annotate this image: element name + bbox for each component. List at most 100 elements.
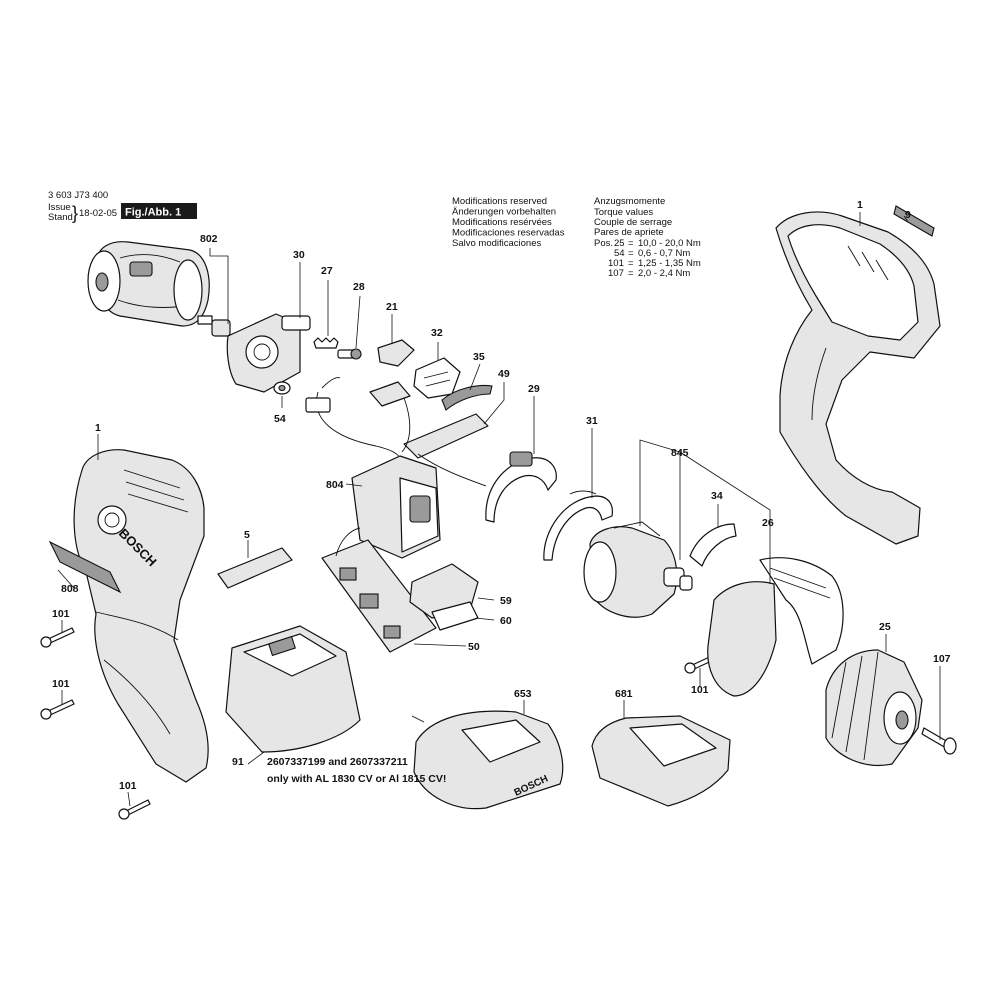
part-label: 34 bbox=[711, 490, 723, 502]
torque-table: Anzugsmomente Torque values Couple de se… bbox=[594, 196, 701, 279]
fig-label-box bbox=[121, 203, 197, 219]
torque-heading: Couple de serrage bbox=[594, 217, 672, 228]
part-spring-27 bbox=[313, 337, 339, 349]
torque-eq: = bbox=[628, 268, 634, 279]
torque-eq: = bbox=[628, 248, 634, 259]
torque-pos: 54 bbox=[614, 248, 625, 259]
torque-pos: 101 bbox=[608, 258, 624, 269]
part-label: 845 bbox=[671, 447, 689, 459]
part-label: 60 bbox=[500, 615, 512, 627]
part-label: 21 bbox=[386, 301, 398, 313]
part-label: 804 bbox=[326, 479, 344, 491]
part-label: 30 bbox=[293, 249, 305, 261]
part-screw-101 bbox=[118, 799, 151, 820]
part-number: 3 603 J73 400 bbox=[48, 190, 108, 201]
part-switch-21 bbox=[377, 339, 415, 367]
torque-value: 10,0 - 20,0 Nm bbox=[638, 238, 701, 249]
modifications-line: Modifications reserved bbox=[452, 196, 547, 207]
part-label: 653 bbox=[514, 688, 532, 700]
part-label: 91 bbox=[232, 756, 244, 768]
part-bracket-30 bbox=[226, 313, 311, 393]
torque-pos: 107 bbox=[608, 268, 624, 279]
part-gearbox-845 bbox=[583, 521, 693, 618]
part-housing-right bbox=[775, 205, 941, 545]
part-ring-35 bbox=[441, 384, 493, 411]
torque-value: 0,6 - 0,7 Nm bbox=[638, 248, 690, 259]
part-label: 101 bbox=[52, 608, 70, 620]
part-label: 59 bbox=[500, 595, 512, 607]
part-label: 1 bbox=[95, 422, 101, 434]
part-label: 101 bbox=[691, 684, 709, 696]
part-board-small bbox=[369, 381, 411, 407]
header-brace: } bbox=[72, 203, 78, 223]
part-label: 101 bbox=[119, 780, 137, 792]
torque-prefix: Pos. bbox=[594, 238, 613, 249]
part-label: 27 bbox=[321, 265, 333, 277]
part-cover-5 bbox=[217, 547, 293, 589]
part-label: 54 bbox=[274, 413, 286, 425]
battery-note-line: 2607337199 and 2607337211 bbox=[267, 756, 408, 768]
part-label: 50 bbox=[468, 641, 480, 653]
part-collar-26 bbox=[707, 557, 844, 697]
part-label: 802 bbox=[200, 233, 218, 245]
torque-heading: Pares de apriete bbox=[594, 227, 664, 238]
modifications-line: Salvo modificaciones bbox=[452, 238, 541, 249]
part-label: 49 bbox=[498, 368, 510, 380]
part-screw-54 bbox=[273, 381, 291, 395]
wire-harness bbox=[305, 377, 411, 463]
part-label: 28 bbox=[353, 281, 365, 293]
part-housing-left: BOSCH bbox=[73, 449, 209, 783]
part-label: 9 bbox=[905, 209, 911, 221]
part-label: 29 bbox=[528, 383, 540, 395]
part-ring-29 bbox=[485, 451, 557, 523]
part-label: 32 bbox=[431, 327, 443, 339]
modifications-line: Modificaciones reservadas bbox=[452, 228, 565, 239]
torque-value: 1,25 - 1,35 Nm bbox=[638, 258, 701, 269]
torque-heading: Torque values bbox=[594, 207, 653, 218]
part-switch-804 bbox=[351, 455, 441, 559]
part-label: 1 bbox=[857, 199, 863, 211]
part-slider-32 bbox=[413, 357, 461, 399]
torque-value: 2,0 - 2,4 Nm bbox=[638, 268, 690, 279]
issue-label: Issue bbox=[48, 202, 71, 213]
part-label: 35 bbox=[473, 351, 485, 363]
part-screw-101 bbox=[40, 699, 75, 720]
torque-pos: 25 bbox=[614, 238, 625, 249]
modifications-notice: Modifications reserved Änderungen vorbeh… bbox=[452, 196, 565, 249]
part-board-49 bbox=[403, 413, 489, 487]
battery-note: 2607337199 and 2607337211 only with AL 1… bbox=[267, 756, 446, 785]
part-label: 681 bbox=[615, 688, 633, 700]
issue-date: 18-02-05 bbox=[79, 208, 117, 219]
leader-lines bbox=[57, 212, 941, 807]
part-pin-28 bbox=[337, 348, 362, 360]
part-battery-91 bbox=[225, 625, 361, 753]
part-label: 5 bbox=[244, 529, 250, 541]
part-cover-681 bbox=[591, 715, 731, 807]
torque-heading: Anzugsmomente bbox=[594, 196, 665, 207]
part-label-808 bbox=[48, 540, 122, 594]
torque-eq: = bbox=[628, 258, 634, 269]
battery-note-line: only with AL 1830 CV or Al 1815 CV! bbox=[267, 773, 446, 785]
header-block: 3 603 J73 400 Issue Stand } 18-02-05 Fig… bbox=[48, 190, 197, 223]
part-label: 26 bbox=[762, 517, 774, 529]
part-segment-34 bbox=[689, 523, 737, 567]
part-chuck-25 bbox=[825, 649, 923, 766]
stand-label: Stand bbox=[48, 212, 73, 223]
fig-label: Fig./Abb. 1 bbox=[125, 207, 181, 219]
part-label: 31 bbox=[586, 415, 598, 427]
part-label: 808 bbox=[61, 583, 79, 595]
part-label: 101 bbox=[52, 678, 70, 690]
part-screw-107 bbox=[921, 727, 957, 755]
part-motor bbox=[87, 241, 231, 337]
modifications-line: Modifications resérvées bbox=[452, 217, 552, 228]
part-screw-101 bbox=[40, 627, 75, 648]
part-label: 107 bbox=[933, 653, 951, 665]
torque-eq: = bbox=[628, 238, 634, 249]
part-label: 25 bbox=[879, 621, 891, 633]
part-ring-31 bbox=[543, 490, 613, 561]
modifications-line: Änderungen vorbehalten bbox=[452, 207, 556, 218]
part-charger-653: BOSCH bbox=[411, 710, 564, 810]
part-labels: 802 30 27 28 21 32 35 49 29 31 845 1 9 5… bbox=[52, 199, 951, 792]
part-pcb-50 bbox=[321, 527, 437, 653]
